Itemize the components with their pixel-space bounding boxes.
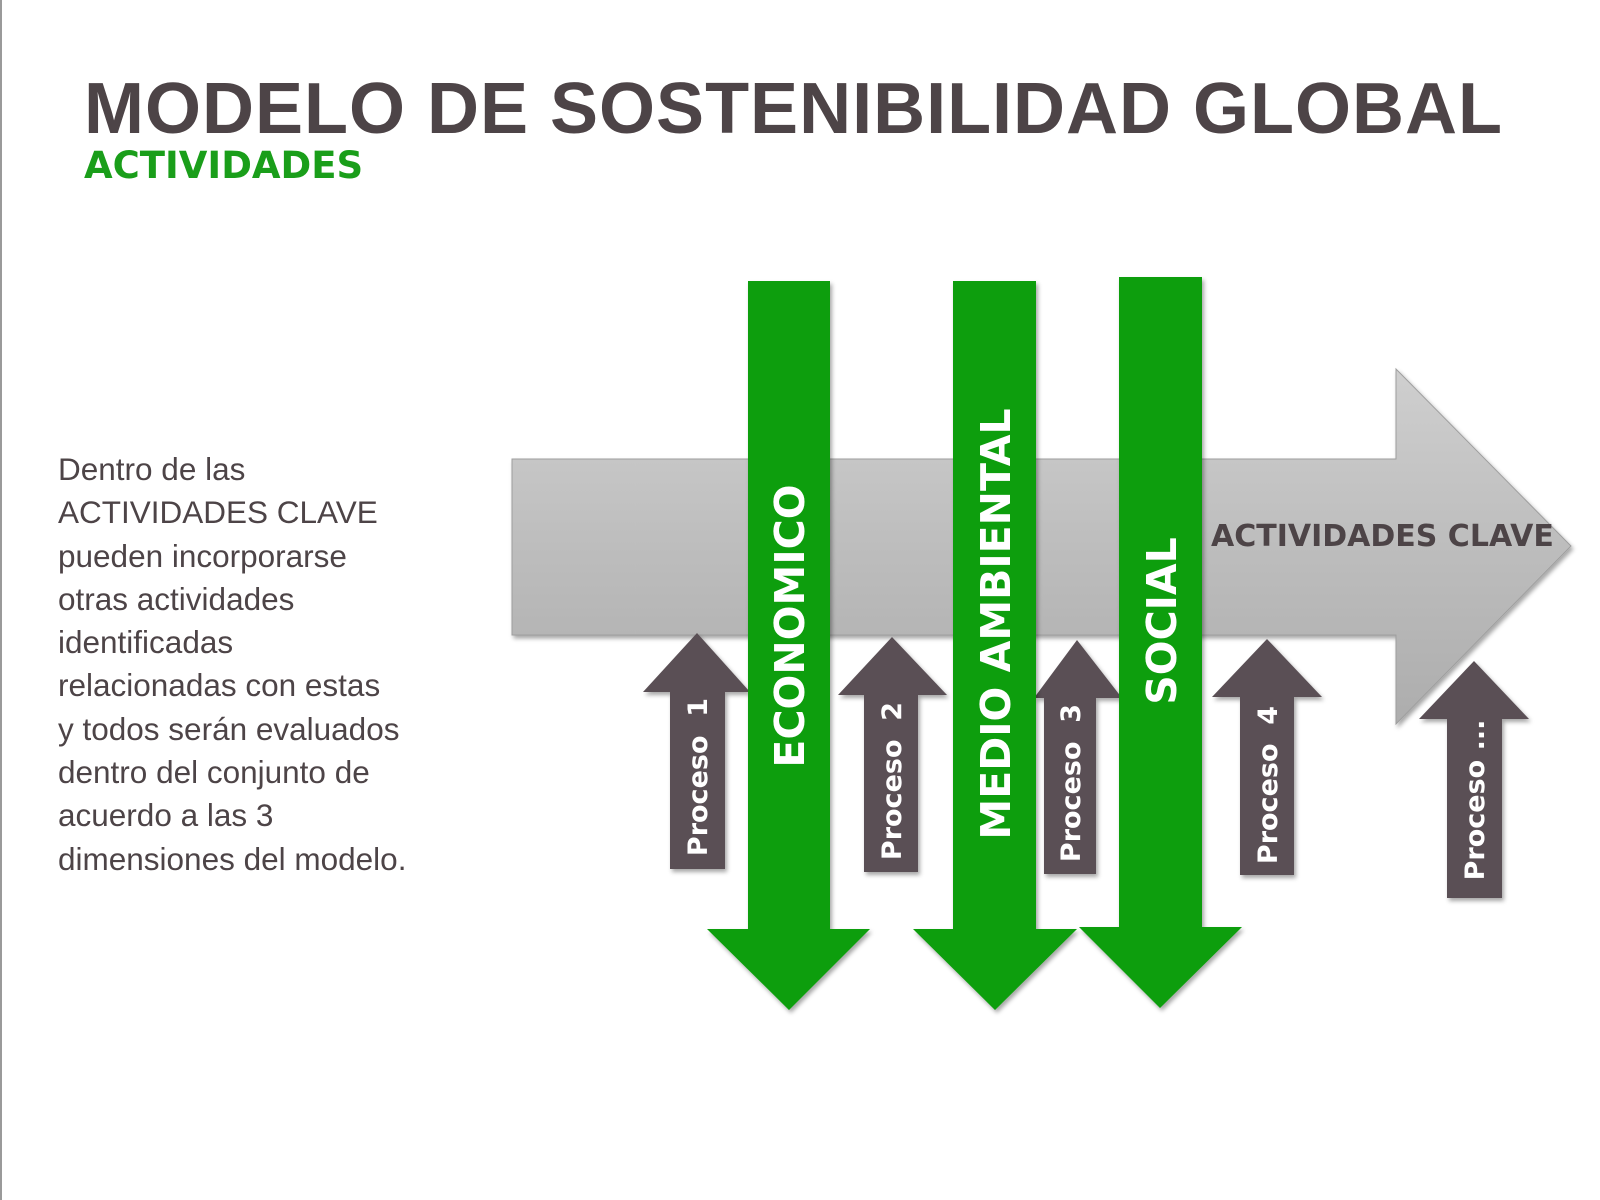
slide-left-border (0, 0, 2, 1200)
description-line: Dentro de las (58, 451, 246, 487)
page-title: MODELO DE SOSTENIBILIDAD GLOBAL (84, 69, 1504, 149)
process-label: Proceso 4 (1253, 706, 1284, 864)
process-label: Proceso ... (1460, 720, 1491, 881)
description-line: y todos serán evaluados (58, 710, 400, 747)
dimension-arrow-economico: ECONOMICO (707, 281, 870, 1010)
process-arrow: Proceso 1 (643, 633, 750, 869)
process-arrow: Proceso ... (1419, 661, 1529, 898)
process-label: Proceso 1 (683, 698, 714, 856)
dimension-label: MEDIO AMBIENTAL (972, 408, 1020, 839)
process-label: Proceso 2 (877, 702, 908, 860)
dimension-arrow-medio-ambiental: MEDIO AMBIENTAL (913, 281, 1077, 1010)
description-line: acuerdo a las 3 (58, 797, 274, 834)
description-line: identificadas (58, 624, 234, 661)
activities-arrow-label: ACTIVIDADES CLAVE (1211, 519, 1554, 554)
process-arrow: Proceso 3 (1034, 640, 1122, 874)
description-line: relacionadas con estas (58, 667, 381, 704)
process-label: Proceso 3 (1056, 704, 1087, 862)
dimension-label: ECONOMICO (766, 484, 814, 767)
page-subtitle: ACTIVIDADES (84, 144, 364, 187)
process-arrow: Proceso 4 (1212, 639, 1322, 875)
dimension-arrow-social: SOCIAL (1079, 277, 1242, 1008)
activities-arrow: ACTIVIDADES CLAVE (511, 367, 1572, 726)
process-arrow: Proceso 2 (838, 637, 947, 872)
dimension-label: SOCIAL (1138, 537, 1186, 705)
description-line: pueden incorporarse (58, 537, 347, 574)
description-line: ACTIVIDADES CLAVE (58, 494, 378, 531)
description-line: otras actividades (58, 580, 295, 617)
description-line: dentro del conjunto de (58, 754, 370, 791)
description-line: dimensiones del modelo. (58, 840, 407, 877)
description-text: Dentro de las ACTIVIDADES CLAVE pueden i… (58, 448, 478, 881)
